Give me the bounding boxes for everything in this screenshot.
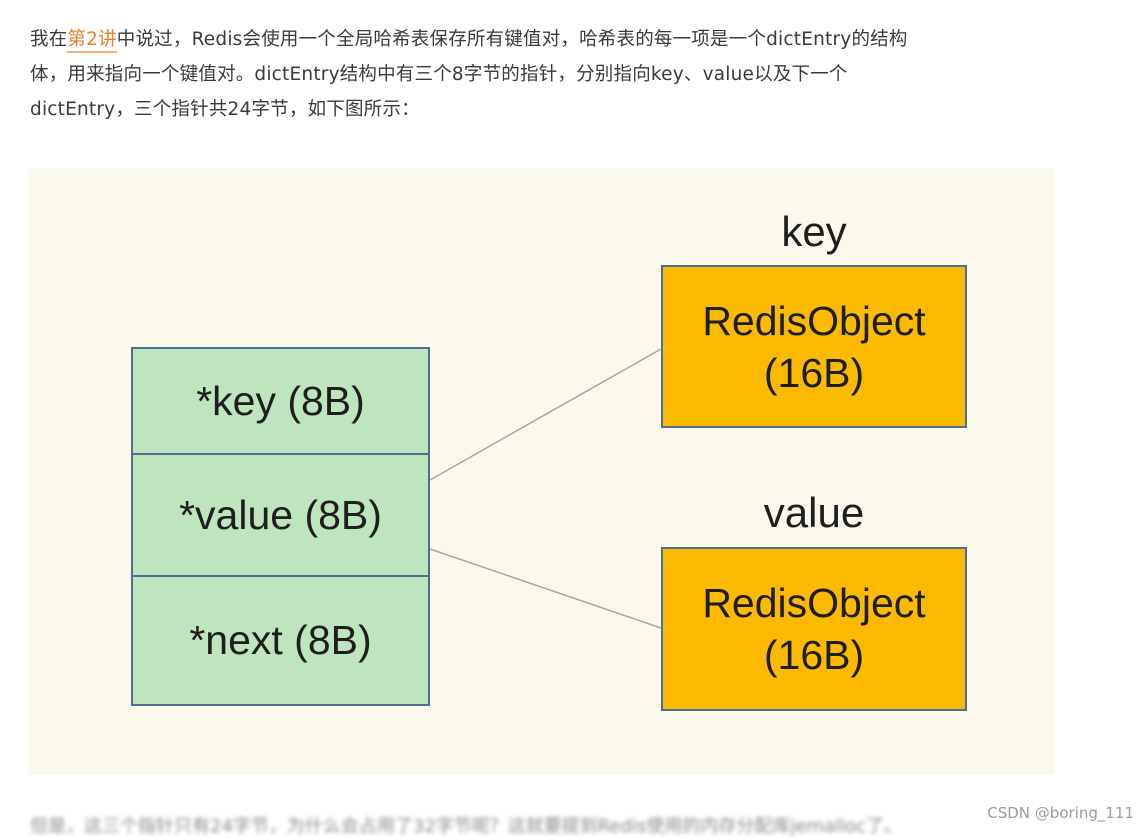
lecture-link[interactable]: 第2讲 (67, 29, 117, 53)
value-redis-object: RedisObject (16B) (661, 547, 967, 711)
line1-text-after: 中说过，Redis会使用一个全局哈希表保存所有键值对，哈希表的每一项是一个dic… (116, 29, 908, 50)
value-title: value (763, 489, 865, 536)
key-object-size: (16B) (763, 349, 865, 396)
entry-field-value: *value (8B) (131, 453, 430, 577)
value-object-name: RedisObject (702, 580, 926, 626)
cut-off-next-paragraph: 但是，这三个指针只有24字节，为什么会占用了32字节呢？这就要提到Redis使用… (30, 816, 902, 837)
entry-field-key: *key (8B) (131, 347, 430, 455)
value-pointer-line (429, 548, 662, 629)
value-object-size: (16B) (763, 632, 865, 678)
csdn-watermark: CSDN @boring_111 (987, 804, 1134, 822)
key-object-name: RedisObject (702, 297, 926, 344)
line1-text-before: 我在 (30, 29, 68, 50)
key-pointer-line (429, 348, 662, 481)
key-redis-object: RedisObject (16B) (661, 265, 967, 428)
connector-lines (429, 348, 662, 629)
article-paragraph: 我在第2讲中说过，Redis会使用一个全局哈希表保存所有键值对，哈希表的每一项是… (30, 22, 1070, 127)
dictentry-diagram: *key (8B) *value (8B) *next (8B) key Red… (28, 168, 1055, 775)
paragraph-line-3: dictEntry，三个指针共24字节，如下图所示： (30, 99, 420, 120)
paragraph-line-2: 体，用来指向一个键值对。dictEntry结构中有三个8字节的指针，分别指向ke… (30, 64, 848, 85)
key-title: key (781, 208, 847, 255)
entry-field-next: *next (8B) (131, 575, 430, 706)
paragraph-line-1: 我在第2讲中说过，Redis会使用一个全局哈希表保存所有键值对，哈希表的每一项是… (30, 22, 1070, 57)
